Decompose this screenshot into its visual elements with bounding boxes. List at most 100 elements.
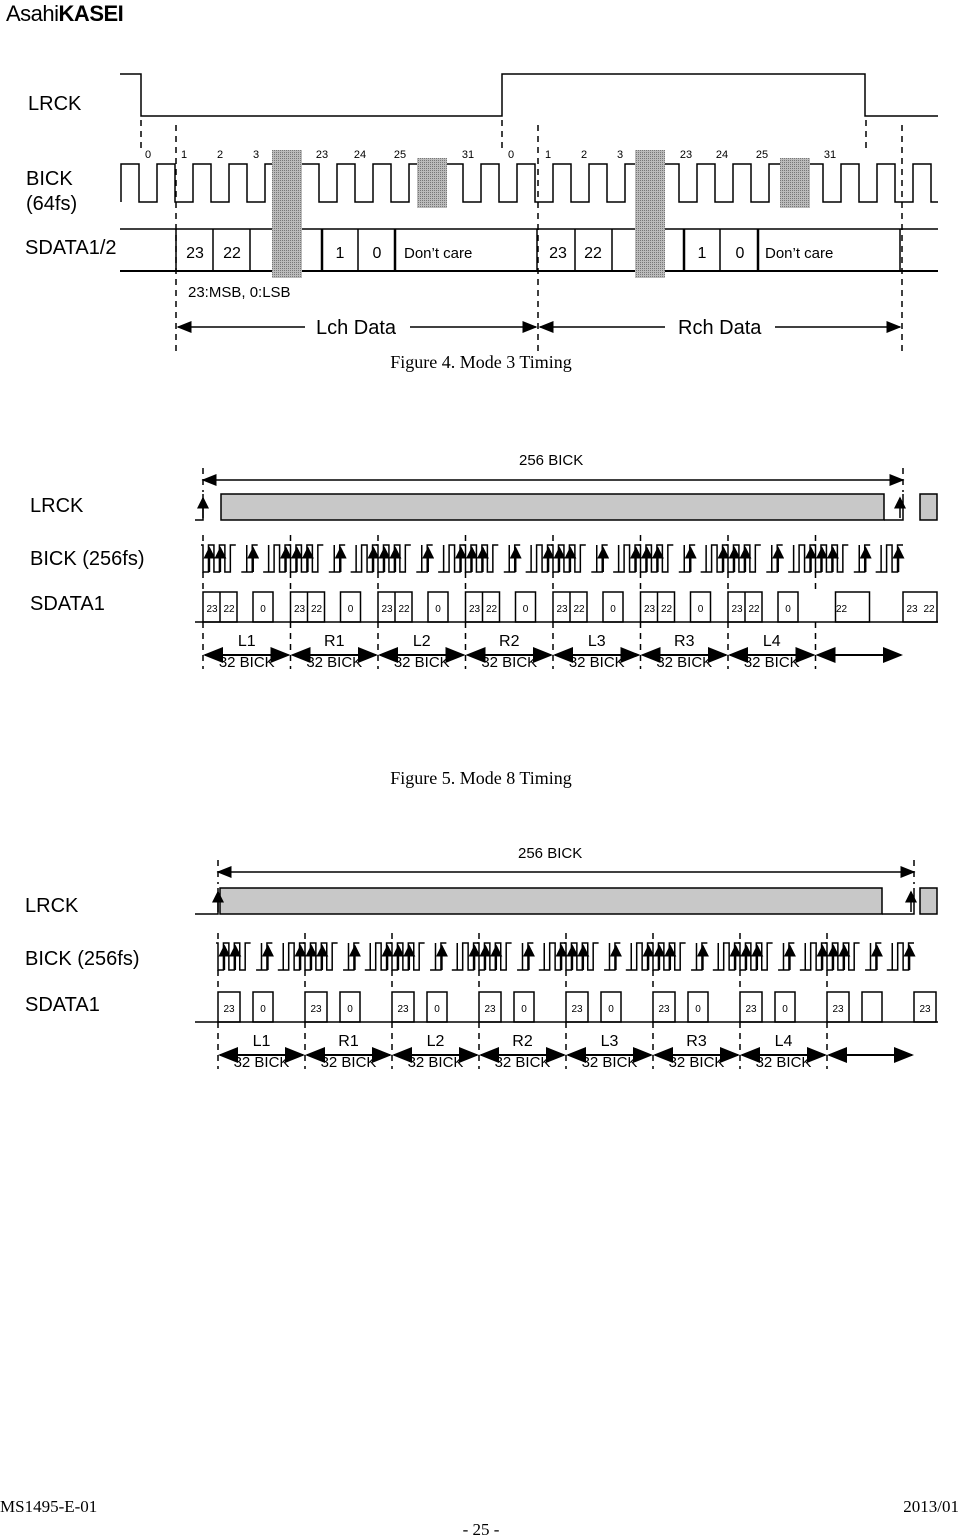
bit-index-label: 1 <box>181 149 187 161</box>
logo-text-light: Asahi <box>6 1 59 26</box>
sdata-cell-label: 0 <box>373 245 382 262</box>
lsb-cell <box>252 591 274 623</box>
bit-22-label: 22 <box>661 604 673 615</box>
bit-index-label: 31 <box>824 149 836 161</box>
msb-cell <box>478 991 502 1023</box>
bit-23-label: 23 <box>223 1004 235 1015</box>
bit-22-label: 22 <box>311 604 323 615</box>
bit-23-label: 23 <box>832 1004 844 1015</box>
bick-waveform <box>825 942 914 971</box>
bit-23-label: 23 <box>469 604 481 615</box>
next-frame-msb <box>902 591 938 623</box>
bick-rate-label: (64fs) <box>26 193 77 215</box>
omitted-bits-hatch <box>780 158 810 208</box>
bit-0-label: 0 <box>260 1004 266 1015</box>
bick-label: BICK <box>26 168 73 190</box>
sdata-cell-label: 1 <box>336 245 345 262</box>
lrck-waveform <box>120 73 938 117</box>
lrck-high-period <box>219 887 883 915</box>
bick-waveform <box>288 544 378 573</box>
bit-22-label: 22 <box>748 604 760 615</box>
msb-cell <box>304 991 328 1023</box>
lsb-cell <box>426 991 448 1023</box>
msb-lsb-note: 23:MSB, 0:LSB <box>188 284 291 301</box>
bick-waveform <box>726 544 816 573</box>
bit-23-label: 23 <box>294 604 306 615</box>
lsb-cell <box>339 591 362 623</box>
slot-label: L2 <box>413 633 431 650</box>
sdata-cell-label: 22 <box>223 245 241 262</box>
bit-index-label: 0 <box>145 149 151 161</box>
bit-23-label: 23 <box>381 604 393 615</box>
lsb-cell <box>600 991 622 1023</box>
bit-0-label: 0 <box>610 604 616 615</box>
figure-4-caption: Figure 4. Mode 3 Timing <box>390 352 572 372</box>
page-number: - 25 - <box>462 1520 500 1539</box>
bit-0-label: 0 <box>435 604 441 615</box>
span-label: 256 BICK <box>518 845 582 862</box>
lsb-cell <box>689 591 712 623</box>
slot-length-label: 32 BICK <box>394 654 450 671</box>
bit-index-label: 2 <box>581 149 587 161</box>
sdata-cell-label: 22 <box>584 245 602 262</box>
bit-23-label: 23 <box>731 604 743 615</box>
bit-0-label: 0 <box>608 1004 614 1015</box>
slot-length-label: 32 BICK <box>495 1054 551 1071</box>
slot-length-label: 32 BICK <box>408 1054 464 1071</box>
bit-23-label: 23 <box>310 1004 322 1015</box>
bick-waveform <box>216 942 305 971</box>
slot-length-label: 32 BICK <box>756 1054 812 1071</box>
slot-length-label: 32 BICK <box>582 1054 638 1071</box>
bit-0-label: 0 <box>523 604 529 615</box>
bit-index-label: 25 <box>756 149 768 161</box>
bit-index-label: 0 <box>508 149 514 161</box>
bick-waveform <box>551 544 641 573</box>
sdata-label: SDATA1 <box>25 994 100 1016</box>
slot-length-label: 32 BICK <box>569 654 625 671</box>
bit-22-label: 22 <box>923 604 935 615</box>
bick-label: BICK (256fs) <box>30 548 144 570</box>
rch-data-label: Rch Data <box>678 317 762 339</box>
msb-cell <box>565 991 589 1023</box>
slot-length-label: 32 BICK <box>306 654 362 671</box>
bick-waveform <box>564 942 653 971</box>
msb-cell <box>652 991 676 1023</box>
bit-22-label: 22 <box>836 604 848 615</box>
bit-23-label: 23 <box>745 1004 757 1015</box>
slot-label: R3 <box>686 1033 707 1050</box>
lrck-next-frame <box>919 493 938 521</box>
bit-22-label: 22 <box>573 604 585 615</box>
omitted-bits-hatch <box>417 158 447 208</box>
lrck-waveform <box>882 888 915 915</box>
bick-waveform <box>463 544 553 573</box>
sdata-cell-label: 23 <box>186 245 204 262</box>
bick-waveform <box>651 942 740 971</box>
lsb-cell <box>339 991 361 1023</box>
bit-index-label: 2 <box>217 149 223 161</box>
bit-23-label: 23 <box>571 1004 583 1015</box>
lrck-waveform <box>195 494 204 521</box>
msb-cell <box>391 991 415 1023</box>
bit-index-label: 23 <box>680 149 692 161</box>
slot-length-label: 32 BICK <box>669 1054 725 1071</box>
slot-length-label: 32 BICK <box>481 654 537 671</box>
slot-length-label: 32 BICK <box>234 1054 290 1071</box>
slot-length-label: 32 BICK <box>219 654 275 671</box>
bit-23-label: 23 <box>658 1004 670 1015</box>
bit-0-label: 0 <box>782 1004 788 1015</box>
slot-label: R1 <box>324 633 345 650</box>
lrck-waveform <box>195 888 219 915</box>
lsb-cell <box>514 591 537 623</box>
msb-cell <box>826 991 850 1023</box>
unused-cells <box>834 591 871 623</box>
bit-23-label: 23 <box>397 1004 409 1015</box>
lsb-cell <box>774 991 796 1023</box>
bick-waveform <box>120 163 938 203</box>
slot-label: R2 <box>512 1033 533 1050</box>
lch-data-label: Lch Data <box>316 317 397 339</box>
sdata-label: SDATA1/2 <box>25 237 117 259</box>
bit-index-label: 25 <box>394 149 406 161</box>
lsb-cell <box>427 591 449 623</box>
